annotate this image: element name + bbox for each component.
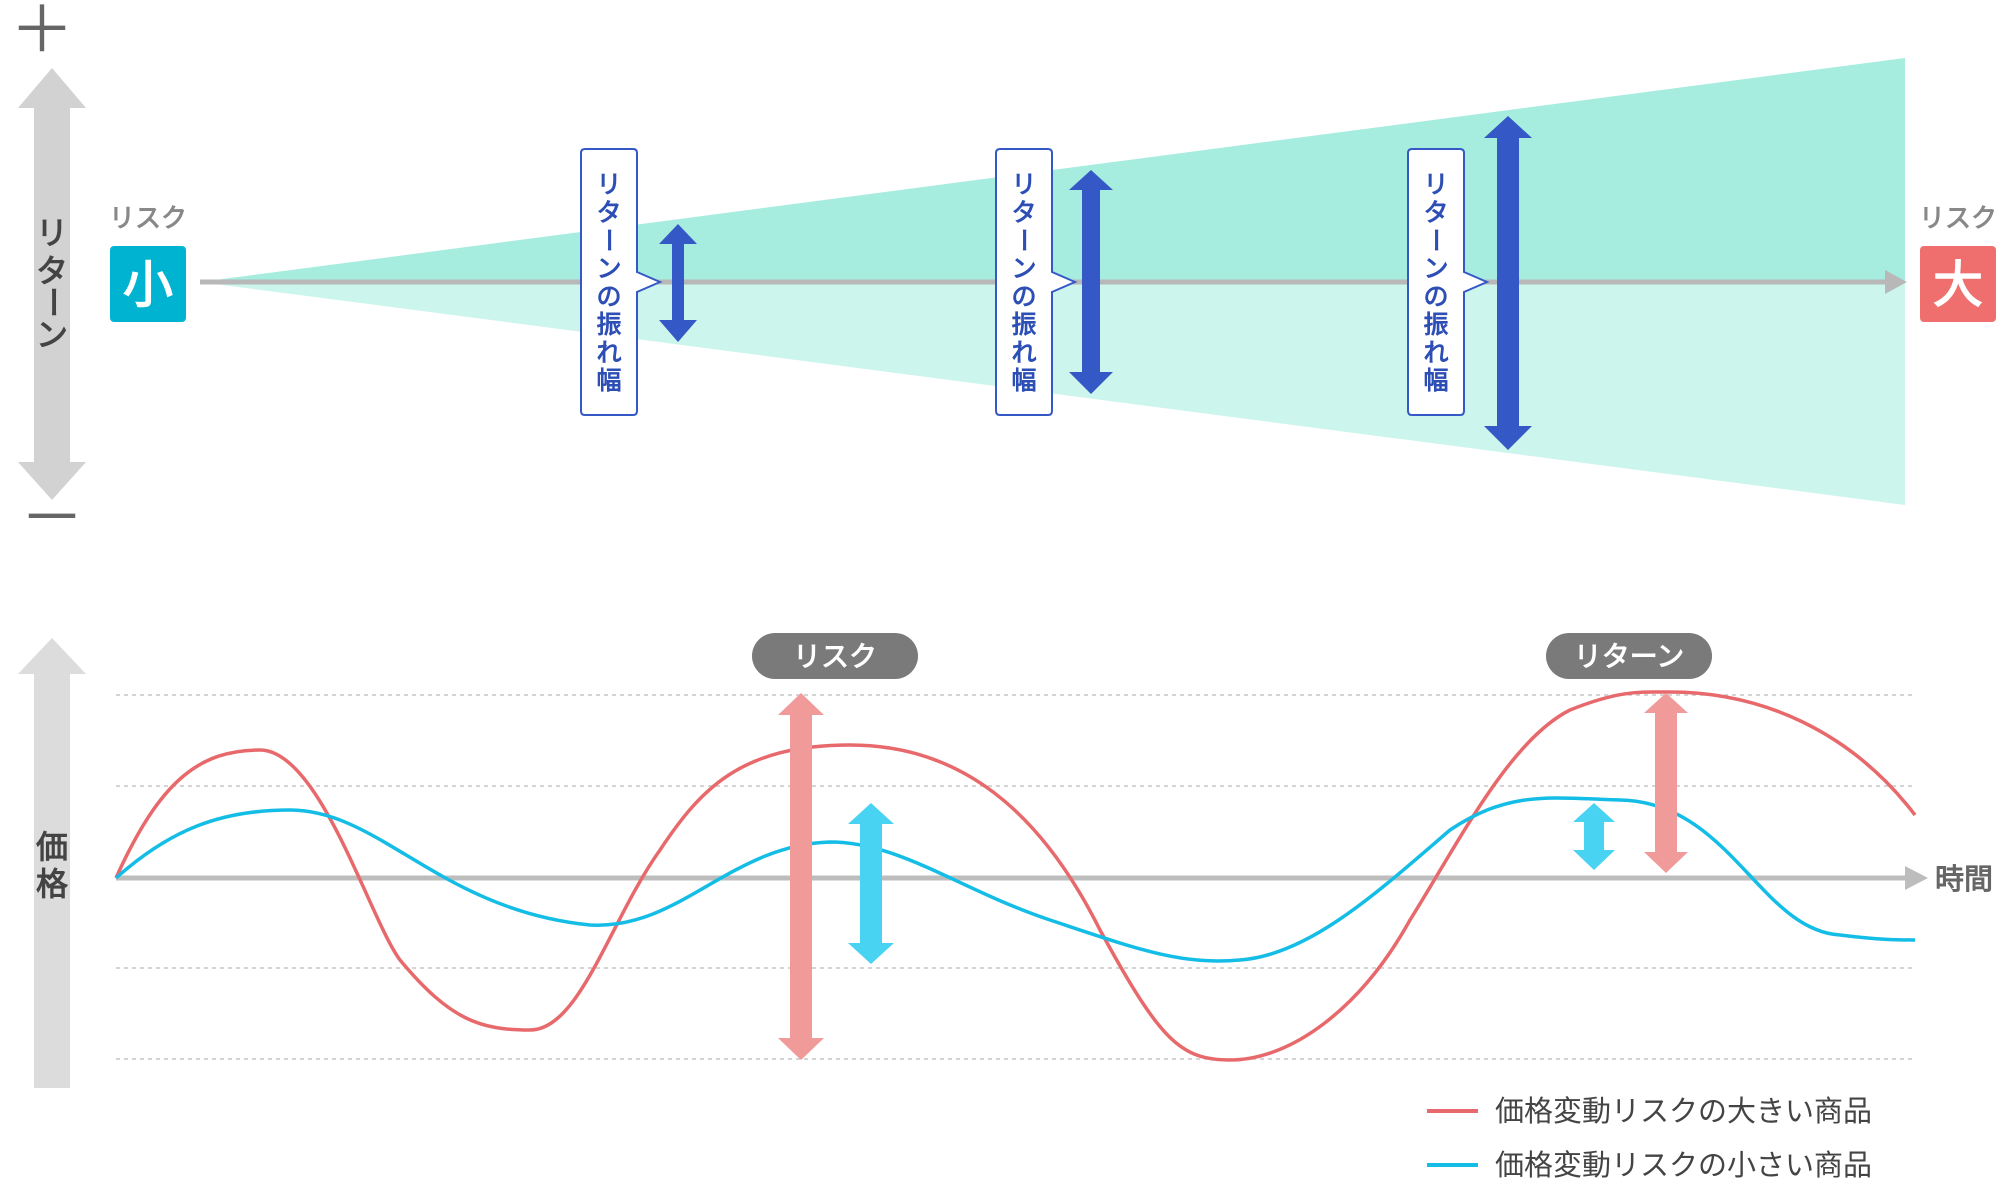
callout-char: 幅 xyxy=(596,366,621,395)
legend-label-low-risk: 価格変動リスクの小さい商品 xyxy=(1495,1148,1872,1182)
minus-sign: － xyxy=(20,482,84,556)
callout-char: ン xyxy=(596,254,621,283)
price-axis: 価 格 xyxy=(18,638,86,1088)
callout-char: リ xyxy=(1011,170,1036,199)
callout-text: リ タ ー ン の 振 れ 幅 xyxy=(1421,170,1450,395)
callout-char: 幅 xyxy=(1011,366,1036,395)
return-axis-char-0: リ xyxy=(36,214,68,252)
risk-axis-arrowhead xyxy=(1885,270,1907,294)
callout-char: タ xyxy=(1423,198,1448,227)
return-callout-1: リ タ ー ン の 振 れ 幅 xyxy=(580,148,697,416)
risk-low: リスク 小 xyxy=(109,204,187,322)
callout-char: 幅 xyxy=(1423,366,1448,395)
gridlines xyxy=(116,694,1912,1060)
risk-low-caption: リスク xyxy=(109,204,187,234)
callout-char: 振 xyxy=(1011,310,1036,339)
return-axis-arrow xyxy=(18,68,86,500)
risk-pill-bg xyxy=(752,633,918,679)
callout-char: ン xyxy=(1423,254,1448,283)
low-risk-range-arrow xyxy=(848,803,894,964)
callout-char: れ xyxy=(1011,338,1036,367)
risk-pill-text: リスク xyxy=(793,640,877,673)
callout-box xyxy=(995,148,1078,416)
time-axis-arrowhead xyxy=(1905,866,1928,890)
risk-low-badge xyxy=(110,246,186,322)
return-axis-char-2: ー xyxy=(34,286,72,318)
price-axis-arrow xyxy=(18,638,86,1088)
legend: 価格変動リスクの大きい商品 価格変動リスクの小さい商品 xyxy=(1427,1094,1872,1182)
callout-box xyxy=(580,148,663,416)
return-range-arrow xyxy=(659,224,697,342)
callout-char: タ xyxy=(1011,198,1036,227)
return-pill-bg xyxy=(1546,633,1712,679)
callout-char: ー xyxy=(594,227,623,252)
risk-high-caption: リスク xyxy=(1919,204,1997,234)
callout-char: 振 xyxy=(596,310,621,339)
return-axis-char-3: ン xyxy=(36,316,68,354)
risk-high: リスク 大 xyxy=(1919,204,1997,322)
legend-label-high-risk: 価格変動リスクの大きい商品 xyxy=(1495,1094,1872,1128)
risk-range-arrow xyxy=(778,693,824,1060)
callout-char: リ xyxy=(1423,170,1448,199)
return-high-range-arrow xyxy=(1644,693,1688,873)
return-axis: ＋ リ タ ー ン － xyxy=(10,0,86,556)
callout-char: ン xyxy=(1011,254,1036,283)
callout-char: の xyxy=(1423,282,1448,311)
price-axis-char-1: 格 xyxy=(36,865,69,903)
callout-text: リ タ ー ン の 振 れ 幅 xyxy=(594,170,623,395)
callout-char: の xyxy=(596,282,621,311)
callout-char: タ xyxy=(596,198,621,227)
return-callout-2: リ タ ー ン の 振 れ 幅 xyxy=(995,148,1113,416)
risk-pill: リスク xyxy=(752,633,918,679)
callout-char: ー xyxy=(1009,227,1038,252)
return-pill: リターン xyxy=(1546,633,1712,679)
callout-char: リ xyxy=(596,170,621,199)
price-axis-char-0: 価 xyxy=(35,828,68,866)
return-range-arrow xyxy=(1484,116,1532,450)
risk-low-badge-text: 小 xyxy=(123,256,173,314)
callout-char: 振 xyxy=(1423,310,1448,339)
return-pill-text: リターン xyxy=(1574,640,1685,673)
callout-char: ー xyxy=(1421,227,1450,252)
plus-sign: ＋ xyxy=(10,0,74,68)
return-range-arrow xyxy=(1069,170,1113,394)
low-risk-curve xyxy=(114,796,1916,963)
return-axis-char-1: タ xyxy=(36,252,68,290)
risk-high-badge xyxy=(1920,246,1996,322)
return-low-range-arrow xyxy=(1573,803,1615,870)
callout-char: れ xyxy=(596,338,621,367)
time-axis: 時間 xyxy=(116,862,1993,896)
return-callout-3: リ タ ー ン の 振 れ 幅 xyxy=(1407,116,1532,450)
high-risk-curve xyxy=(114,690,1917,1062)
callout-char: の xyxy=(1011,282,1036,311)
callout-char: れ xyxy=(1423,338,1448,367)
callout-text: リ タ ー ン の 振 れ 幅 xyxy=(1009,170,1038,395)
risk-high-badge-text: 大 xyxy=(1933,256,1983,314)
callout-box xyxy=(1407,148,1490,416)
time-axis-label: 時間 xyxy=(1935,862,1993,896)
